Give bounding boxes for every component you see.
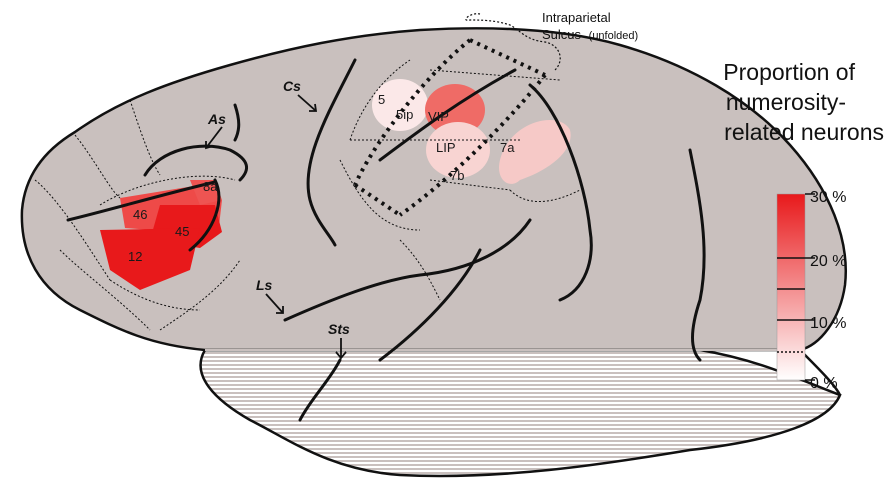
legend-title-line2: numerosity- [726, 89, 846, 115]
scale-tick-10: 10 % [810, 315, 846, 332]
region-label-7b: 7b [450, 168, 464, 183]
sulcus-label-ls: Ls [256, 277, 273, 293]
region-label-vip: VIP [428, 109, 449, 124]
scale-tick-20: 20 % [810, 253, 846, 270]
legend-title-line3: related neurons [724, 119, 884, 145]
sulcus-label-sts: Sts [328, 321, 350, 337]
temporal-lobe [201, 350, 840, 476]
region-label-5ip: 5ip [396, 107, 413, 122]
ips-annotation-sulcus: Sulcus [542, 27, 582, 42]
region-label-45: 45 [175, 224, 189, 239]
region-label-46: 46 [133, 207, 147, 222]
legend-title-line1: Proportion of [723, 59, 855, 85]
ips-annotation-line1: Intraparietal [542, 10, 611, 25]
region-label-12: 12 [128, 249, 142, 264]
region-label-5: 5 [378, 92, 385, 107]
sulcus-label-cs: Cs [283, 78, 301, 94]
region-label-lip: LIP [436, 140, 456, 155]
sulcus-label-as: As [207, 111, 226, 127]
ips-annotation-line2: Sulcus (unfolded) [542, 27, 638, 42]
ips-annotation-unfolded: (unfolded) [589, 30, 639, 42]
region-label-8a: 8a [203, 179, 218, 194]
region-label-7a: 7a [500, 140, 515, 155]
brain-outline [22, 28, 846, 350]
scale-tick-0: 0 % [810, 375, 838, 392]
scale-tick-30: 30 % [810, 189, 846, 206]
